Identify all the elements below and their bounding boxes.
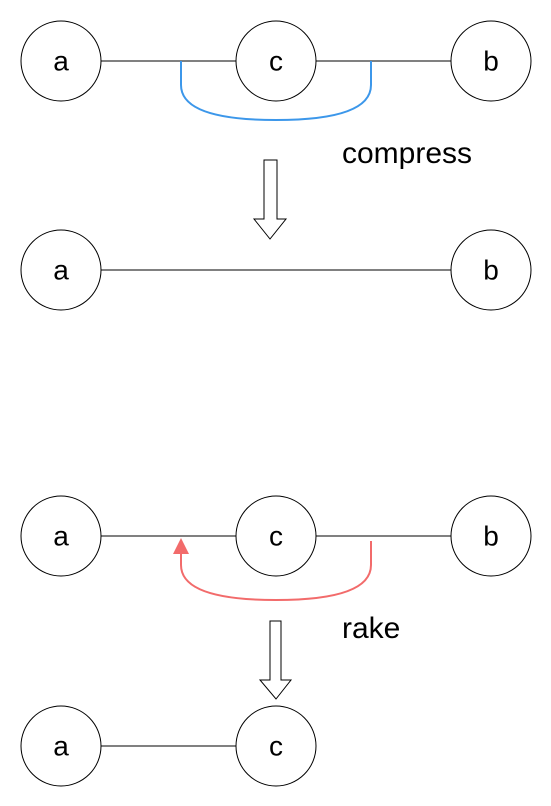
node-label: a <box>53 46 69 77</box>
node-label: b <box>483 46 499 77</box>
node-label: c <box>269 46 283 77</box>
compress-before-group: a c b <box>20 20 532 122</box>
node-label: c <box>269 731 283 762</box>
node-c: c <box>235 495 317 577</box>
rake-label: rake <box>342 612 400 645</box>
compress-label: compress <box>342 137 472 170</box>
rake-arrow-curve <box>173 538 372 602</box>
node-c: c <box>235 705 317 787</box>
down-arrow-icon <box>252 159 288 240</box>
rake-after-group: a c <box>20 705 317 787</box>
node-b: b <box>450 20 532 102</box>
node-label: b <box>483 255 499 286</box>
node-a: a <box>20 20 102 102</box>
node-label: a <box>53 521 69 552</box>
node-a: a <box>20 229 102 311</box>
node-a: a <box>20 705 102 787</box>
node-b: b <box>450 229 532 311</box>
node-label: a <box>53 731 69 762</box>
node-c: c <box>235 20 317 102</box>
node-a: a <box>20 495 102 577</box>
compress-after-group: a b <box>20 229 532 311</box>
node-b: b <box>450 495 532 577</box>
compress-bracket-curve <box>180 61 372 122</box>
node-label: b <box>483 521 499 552</box>
node-label: c <box>269 521 283 552</box>
node-label: a <box>53 255 69 286</box>
down-arrow-icon <box>258 620 293 700</box>
rake-before-group: a c b <box>20 495 532 602</box>
